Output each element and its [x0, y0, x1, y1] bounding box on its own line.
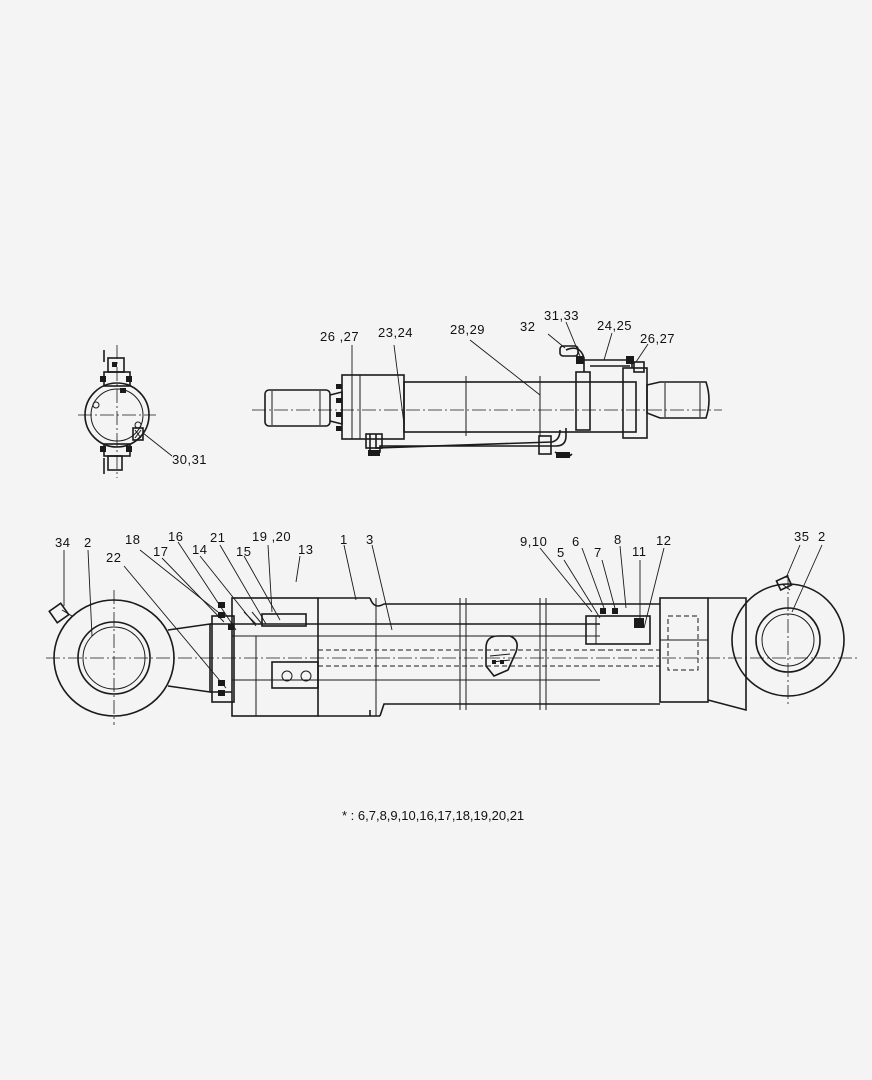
- callout-22: 22: [106, 550, 121, 565]
- callout-24-25: 24,25: [597, 318, 632, 333]
- callout-13: 13: [298, 542, 313, 557]
- callout-2-left: 2: [84, 535, 92, 550]
- cylinder-top-view: [252, 321, 722, 458]
- callout-21: 21: [210, 530, 225, 545]
- callout-34: 34: [55, 535, 70, 550]
- footnote-kit-parts: * : 6,7,8,9,10,16,17,18,19,20,21: [342, 808, 524, 823]
- section-view-labels: 34 2 18 16 22 17 14 21 15 19 ,20 13 1 3 …: [55, 529, 826, 565]
- callout-18: 18: [125, 532, 140, 547]
- cylinder-section-view: [46, 541, 860, 725]
- callout-23-24: 23,24: [378, 325, 413, 340]
- callout-12: 12: [656, 533, 671, 548]
- callout-31-33: 31,33: [544, 308, 579, 323]
- callout-7: 7: [594, 545, 602, 560]
- callout-14: 14: [192, 542, 207, 557]
- callout-11: 11: [632, 544, 647, 559]
- callout-28-29: 28,29: [450, 322, 485, 337]
- callout-35: 35: [794, 529, 809, 544]
- callout-8: 8: [614, 532, 622, 547]
- callout-9-10: 9,10: [520, 534, 547, 549]
- top-view-labels: 26 ,27 23,24 28,29 32 31,33 24,25 26,27 …: [172, 308, 675, 467]
- callout-17: 17: [153, 544, 168, 559]
- callout-5: 5: [557, 545, 565, 560]
- callout-6: 6: [572, 534, 580, 549]
- callout-30-31: 30,31: [172, 452, 207, 467]
- callout-15: 15: [236, 544, 251, 559]
- callout-2-right: 2: [818, 529, 826, 544]
- callout-3: 3: [366, 532, 374, 547]
- callout-16: 16: [168, 529, 183, 544]
- callout-26-27-left: 26 ,27: [320, 329, 359, 344]
- callout-26-27-right: 26,27: [640, 331, 675, 346]
- callout-19-20: 19 ,20: [252, 529, 291, 544]
- callout-32: 32: [520, 319, 535, 334]
- callout-1: 1: [340, 532, 348, 547]
- cylinder-end-view: [78, 345, 173, 478]
